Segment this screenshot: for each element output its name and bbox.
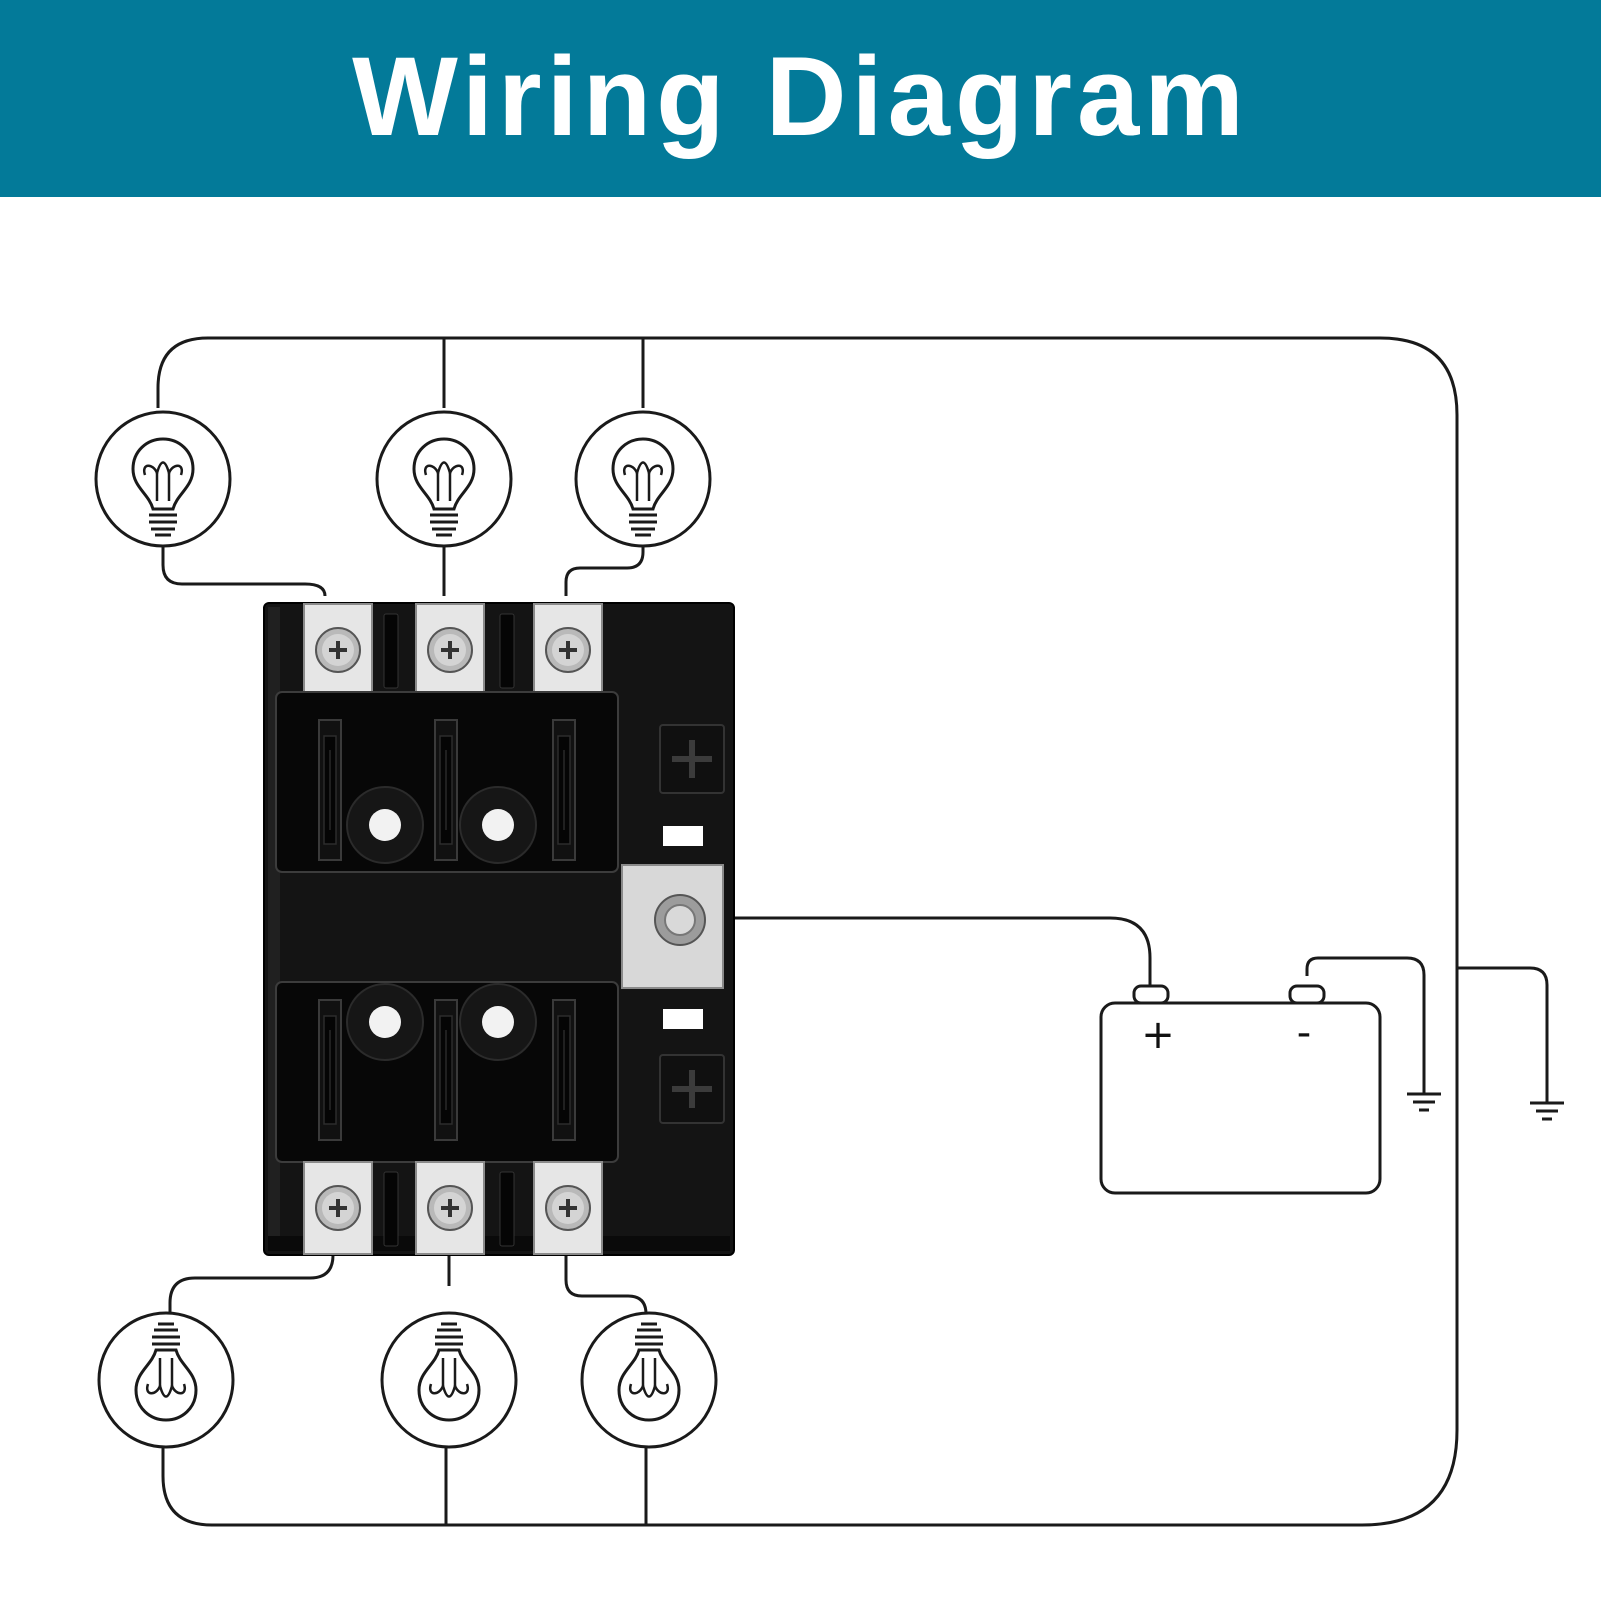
ground-icon bbox=[1528, 1101, 1566, 1121]
bulb-icon bbox=[94, 410, 232, 548]
bulb-icon bbox=[99, 1313, 233, 1447]
page-title: Wiring Diagram bbox=[352, 33, 1249, 159]
battery-positive-label: + bbox=[1141, 1012, 1175, 1058]
ground-icon bbox=[1405, 1092, 1443, 1112]
wire-group bbox=[156, 336, 1549, 1527]
battery-negative-label: - bbox=[1297, 1010, 1311, 1056]
bulb-icon bbox=[582, 1313, 716, 1447]
title-banner: Wiring Diagram bbox=[0, 0, 1601, 197]
bulb-icon bbox=[574, 410, 712, 548]
bulb-icon bbox=[375, 410, 513, 548]
battery-icon: + - bbox=[1099, 984, 1382, 1195]
bulb-icon bbox=[382, 1313, 516, 1447]
fuse-box-icon bbox=[263, 602, 735, 1256]
